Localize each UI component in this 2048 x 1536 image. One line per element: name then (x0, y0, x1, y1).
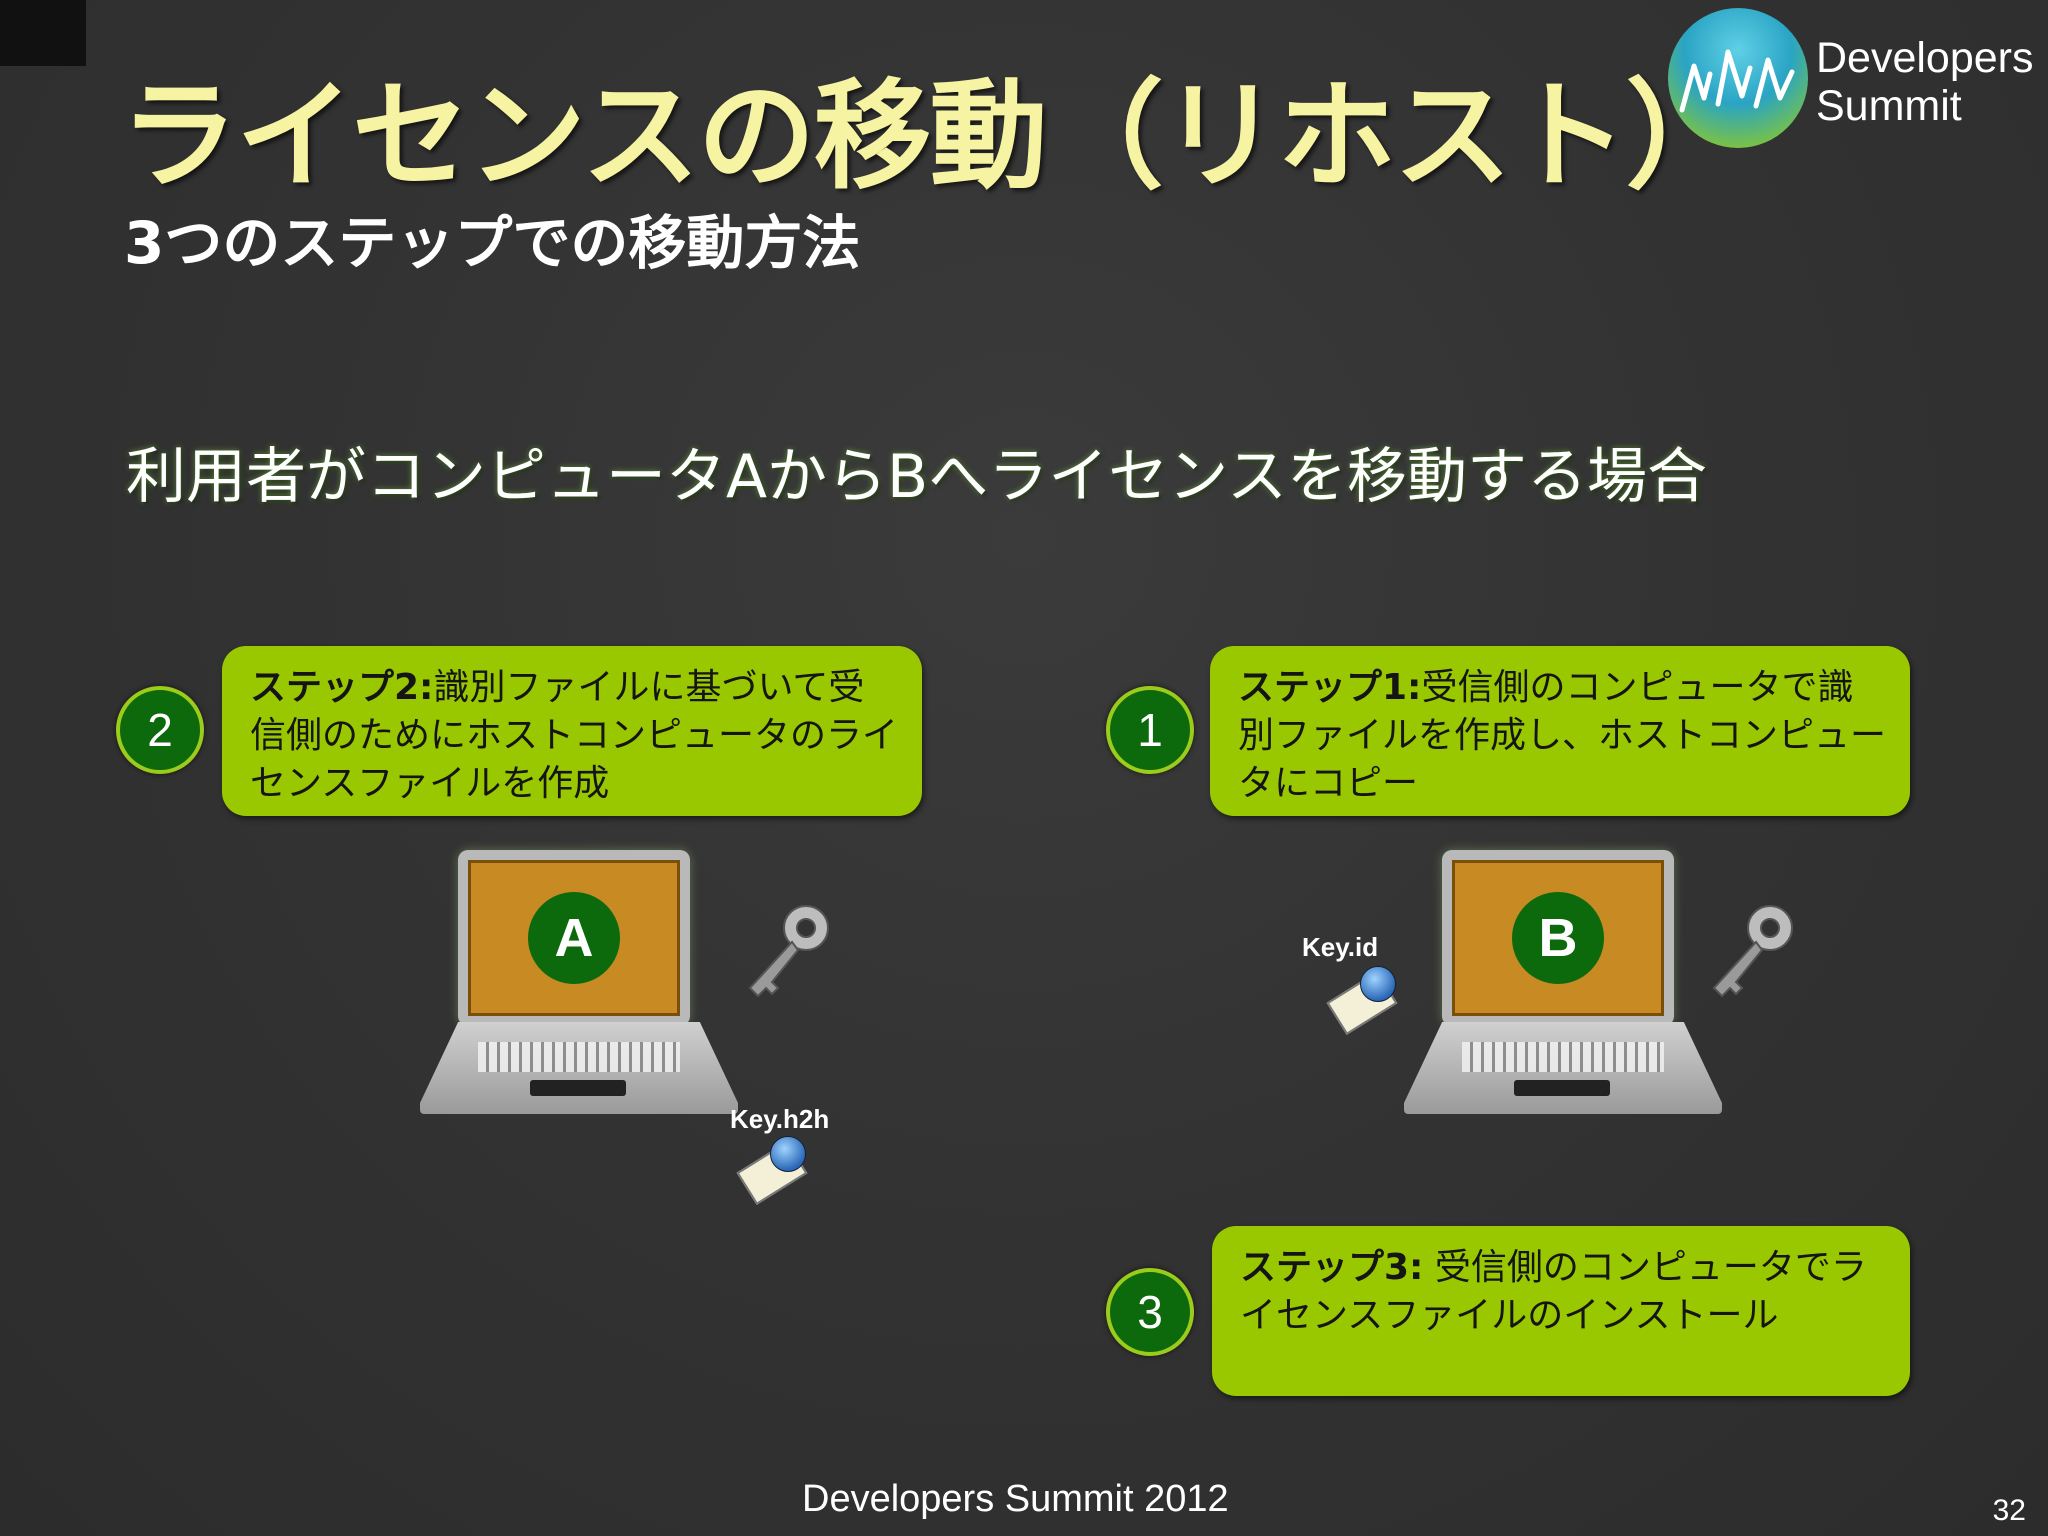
license-file-icon (1326, 966, 1400, 1036)
footer-text: Developers Summit 2012 (802, 1478, 1229, 1520)
logo-emblem-icon (1668, 8, 1808, 148)
step-1-box: ステップ1:受信側のコンピュータで識別ファイルを作成し、ホストコンピュータにコピ… (1210, 646, 1910, 816)
computer-b: B (1404, 850, 1744, 1120)
file-label-id: Key.id (1302, 932, 1379, 962)
step-1-text: 受信側のコンピュータで識別ファイルを作成し、ホストコンピュータにコピー (1238, 667, 1887, 804)
step-3-number: 3 (1106, 1268, 1194, 1356)
laptop-screen: A (458, 850, 690, 1026)
step-2-box: ステップ2:識別ファイルに基づいて受信側のためにホストコンピュータのライセンスフ… (222, 646, 922, 816)
step-3-text: 受信側のコンピュータでライセンスファイルのインストール (1240, 1247, 1867, 1336)
page-number: 32 (1992, 1494, 2026, 1527)
slide-subtitle: 3つのステップでの移動方法 (124, 209, 861, 277)
slide-title: ライセンスの移動（リホスト） (120, 67, 1744, 205)
logo-text-developers: Developers (1816, 34, 2034, 82)
file-label-h2h: Key.h2h (730, 1104, 830, 1134)
laptop-screen: B (1442, 850, 1674, 1026)
laptop-base (1404, 1022, 1722, 1114)
laptop-base (420, 1022, 738, 1114)
step-1-number: 1 (1106, 686, 1194, 774)
step-2-text: 識別ファイルに基づいて受信側のためにホストコンピュータのライセンスファイルを作成 (250, 667, 899, 804)
step-3-box: ステップ3: 受信側のコンピュータでライセンスファイルのインストール (1212, 1226, 1910, 1396)
key-icon (748, 905, 829, 998)
computer-a: A (420, 850, 760, 1120)
intro-text: 利用者がコンピュータAからBへライセンスを移動する場合 (126, 442, 1708, 512)
computer-a-badge: A (528, 892, 620, 984)
license-file-icon (736, 1136, 810, 1206)
step-3-label: ステップ3: (1240, 1247, 1424, 1288)
step-2-number: 2 (116, 686, 204, 774)
developers-summit-logo: Developers Summit (1668, 8, 2040, 148)
computer-b-badge: B (1512, 892, 1604, 984)
step-1-label: ステップ1: (1238, 667, 1422, 708)
key-icon (1712, 905, 1793, 998)
step-2-label: ステップ2: (250, 667, 434, 708)
logo-text-summit: Summit (1816, 82, 1962, 130)
corner-block (0, 0, 86, 66)
